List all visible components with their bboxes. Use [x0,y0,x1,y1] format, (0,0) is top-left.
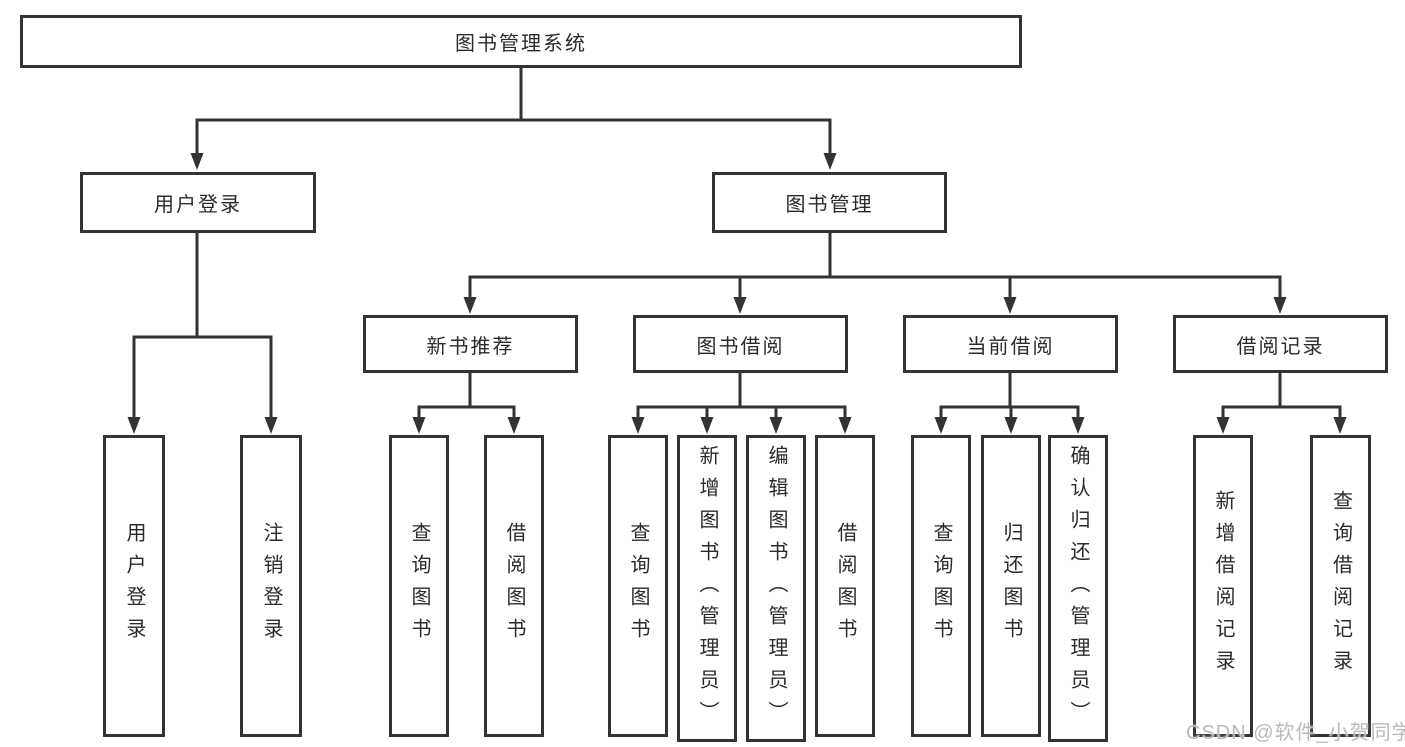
arrowheads [127,153,1347,434]
csdn-watermark: CSDN @软件_小贺同学 [1186,722,1405,744]
leaf-query-books-current: 查询图书 [911,435,971,737]
node-current-borrow: 当前借阅 [903,315,1118,373]
leaf-edit-books-admin: 编辑图书（管理员） [746,435,806,742]
leaf-borrow-books-newbook: 借阅图书 [484,435,544,737]
node-book-borrow: 图书借阅 [633,315,848,373]
leaf-query-books-borrow: 查询图书 [608,435,668,737]
node-user-login: 用户登录 [80,172,316,233]
node-root-library-system: 图书管理系统 [20,15,1022,68]
leaf-return-books: 归还图书 [981,435,1041,737]
node-book-management: 图书管理 [712,172,947,233]
leaf-logout: 注销登录 [240,435,302,737]
leaf-add-books-admin: 新增图书（管理员） [677,435,737,742]
leaf-borrow-books: 借阅图书 [815,435,875,737]
node-new-book-recommend: 新书推荐 [363,315,578,373]
leaf-add-borrow-record: 新增借阅记录 [1193,435,1253,737]
leaf-user-login: 用户登录 [103,435,165,737]
leaf-query-borrow-record: 查询借阅记录 [1310,435,1371,737]
node-borrow-records: 借阅记录 [1173,315,1388,373]
leaf-confirm-return-admin: 确认归还（管理员） [1048,435,1108,742]
leaf-query-books-newbook: 查询图书 [389,435,449,737]
